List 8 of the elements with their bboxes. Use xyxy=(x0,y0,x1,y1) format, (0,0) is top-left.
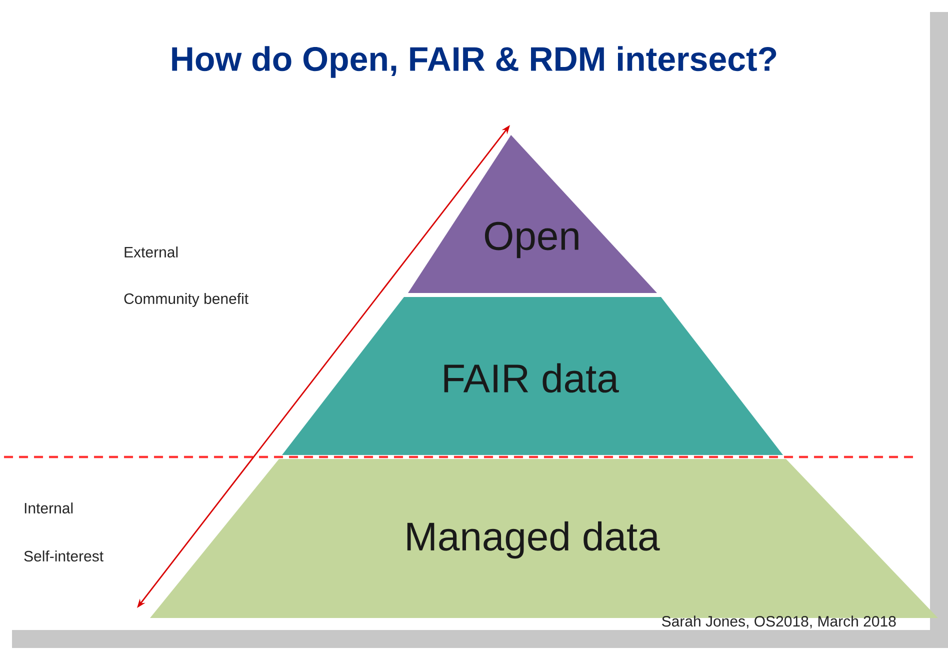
side-label: Community benefit xyxy=(124,293,248,307)
pyramid-tier: Open xyxy=(408,135,657,293)
credit-text: Sarah Jones, OS2018, March 2018 xyxy=(662,616,896,628)
side-label: Internal xyxy=(24,502,73,514)
title: How do Open, FAIR & RDM intersect? xyxy=(172,46,776,78)
side-label: External xyxy=(124,246,178,258)
pyramid-tier: FAIR data xyxy=(282,297,783,455)
side-label: Self-interest xyxy=(24,550,104,562)
